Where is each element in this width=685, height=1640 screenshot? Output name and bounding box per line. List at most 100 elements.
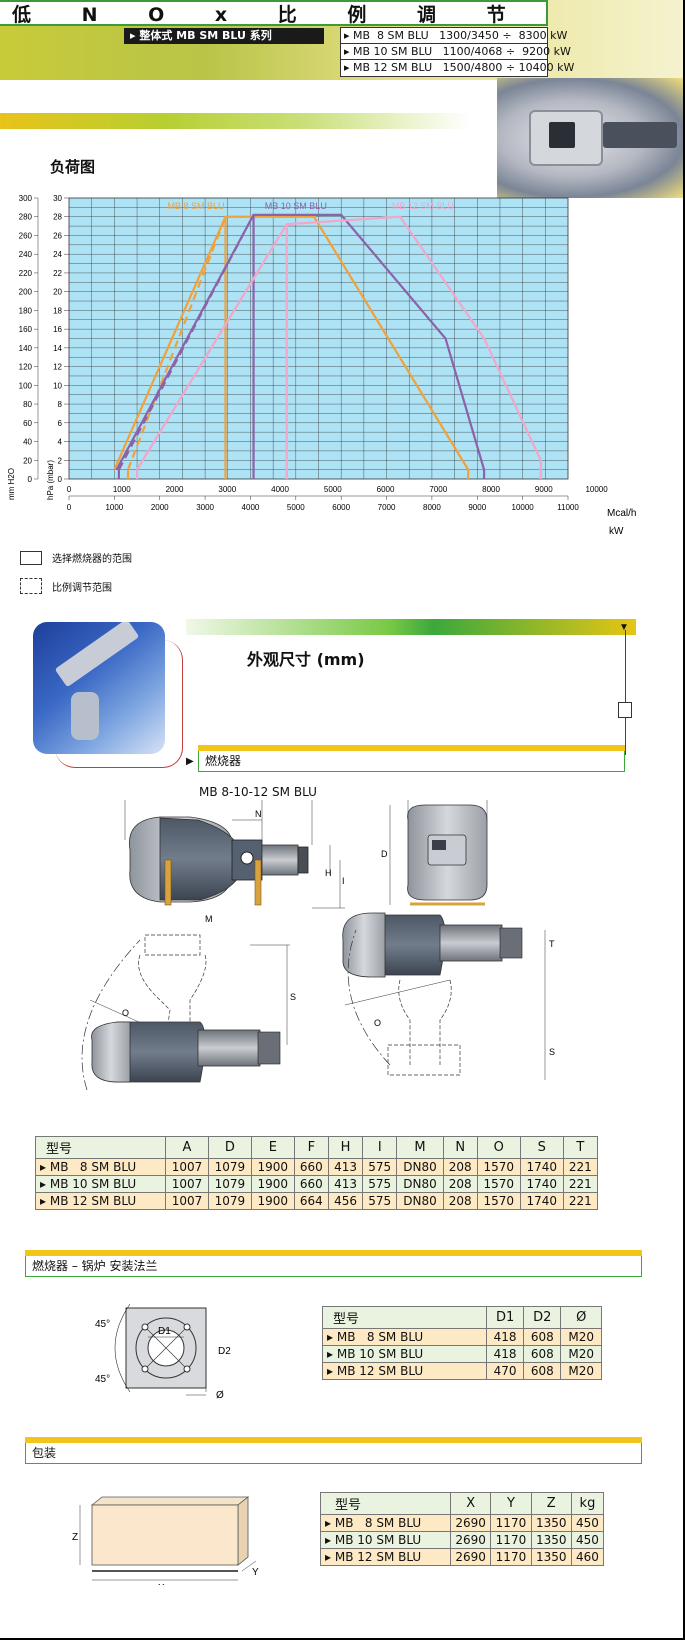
col-h: H bbox=[327, 1136, 364, 1159]
y-tick-mmh2o: 140 bbox=[19, 344, 33, 353]
value-cell: 1079 bbox=[207, 1158, 252, 1176]
series-modulation-line bbox=[117, 214, 255, 471]
model-range-box: ▸ MB 8 SM BLU 1300/3450 ÷ 8300 kW ▸ MB 1… bbox=[340, 27, 575, 77]
bullet-triangle-icon: ▶ bbox=[186, 756, 194, 767]
x-tick-kw: 9000 bbox=[468, 503, 486, 512]
chart-series bbox=[113, 213, 542, 479]
dim-label-i: I bbox=[342, 876, 345, 886]
series-modulation-line bbox=[136, 223, 288, 471]
value-cell: 1079 bbox=[207, 1192, 252, 1210]
flange-angle-bottom: 45° bbox=[95, 1374, 110, 1385]
value-cell: 1079 bbox=[207, 1175, 252, 1193]
series-modulation-line bbox=[126, 216, 227, 471]
col-model: 型号 bbox=[320, 1492, 451, 1515]
nav-down-icon[interactable]: ▼ bbox=[619, 622, 629, 633]
col-m: M bbox=[396, 1136, 444, 1159]
legend-dashed-swatch bbox=[20, 578, 42, 594]
x-tick-kw: 3000 bbox=[196, 503, 214, 512]
model-range-row: ▸ MB 12 SM BLU 1500/4800 ÷ 10400 kW bbox=[344, 61, 575, 74]
y-tick-mmh2o: 120 bbox=[19, 363, 33, 372]
value-cell: 575 bbox=[362, 1192, 398, 1210]
y-tick-mmh2o: 160 bbox=[19, 325, 33, 334]
y-tick-mmh2o: 80 bbox=[23, 400, 32, 409]
table-header-row: 型号 D1 D2 Ø bbox=[322, 1306, 602, 1329]
value-cell: 1350 bbox=[530, 1548, 572, 1566]
col-model: 型号 bbox=[35, 1136, 166, 1159]
x-tick-kw: 1000 bbox=[105, 503, 123, 512]
pack-label-z: Z bbox=[72, 1532, 78, 1543]
caliper-photo bbox=[33, 622, 165, 754]
x-axis-label-mcal: Mcal/h bbox=[607, 508, 636, 519]
value-cell: 470 bbox=[485, 1362, 525, 1380]
y-tick-mmh2o: 0 bbox=[28, 475, 33, 484]
col-kg: kg bbox=[570, 1492, 605, 1515]
packing-drawing: Z X Y bbox=[72, 1496, 259, 1585]
value-cell: DN80 bbox=[396, 1192, 444, 1210]
flange-section-bar: 燃烧器 – 锅炉 安装法兰 bbox=[25, 1250, 642, 1277]
value-cell: 418 bbox=[485, 1345, 525, 1363]
chart-ticks: 0246810121416182022242628300204060801001… bbox=[19, 195, 609, 512]
value-cell: 456 bbox=[327, 1192, 364, 1210]
value-cell: 1740 bbox=[519, 1175, 564, 1193]
col-d: D bbox=[207, 1136, 252, 1159]
y-tick-hpa: 22 bbox=[53, 269, 62, 278]
x-tick-kw: 8000 bbox=[423, 503, 441, 512]
x-tick-mcal: 4000 bbox=[271, 485, 289, 494]
dim-label-o-right: O bbox=[374, 1018, 381, 1028]
dim-label-n: N bbox=[255, 809, 262, 819]
col-z: Z bbox=[530, 1492, 572, 1515]
value-cell: 1900 bbox=[250, 1158, 295, 1176]
section-bar-accent bbox=[198, 745, 625, 751]
value-cell: M20 bbox=[560, 1328, 602, 1346]
table-header-row: 型号 X Y Z kg bbox=[320, 1492, 605, 1515]
x-tick-mcal: 8000 bbox=[482, 485, 500, 494]
document-icon[interactable] bbox=[618, 702, 632, 718]
y-tick-hpa: 6 bbox=[58, 419, 63, 428]
x-tick-kw: 5000 bbox=[287, 503, 305, 512]
dim-label-h: H bbox=[325, 868, 332, 878]
x-tick-mcal: 0 bbox=[67, 485, 72, 494]
decorative-curve bbox=[55, 640, 183, 768]
section-bar-accent bbox=[25, 1437, 642, 1443]
legend-dashed: 比例调节范围 bbox=[20, 578, 112, 594]
value-cell: 413 bbox=[327, 1158, 364, 1176]
y-tick-mmh2o: 20 bbox=[23, 456, 32, 465]
value-cell: 460 bbox=[570, 1548, 605, 1566]
y-tick-mmh2o: 100 bbox=[19, 381, 33, 390]
value-cell: 1570 bbox=[476, 1192, 521, 1210]
y-tick-mmh2o: 220 bbox=[19, 269, 33, 278]
y-tick-mmh2o: 60 bbox=[23, 419, 32, 428]
y-tick-hpa: 10 bbox=[53, 381, 62, 390]
value-cell: 608 bbox=[523, 1328, 562, 1346]
y-tick-mmh2o: 40 bbox=[23, 438, 32, 447]
value-cell: 575 bbox=[362, 1158, 398, 1176]
x-tick-mcal: 6000 bbox=[377, 485, 395, 494]
series-range-line bbox=[113, 215, 470, 479]
y-tick-hpa: 30 bbox=[53, 195, 62, 203]
y-tick-hpa: 2 bbox=[58, 456, 63, 465]
value-cell: 608 bbox=[523, 1345, 562, 1363]
y-tick-mmh2o: 200 bbox=[19, 288, 33, 297]
series-subtitle: ▸ 整体式 MB SM BLU 系列 bbox=[124, 28, 324, 44]
series-label: MB 10 SM BLU bbox=[265, 201, 327, 211]
value-cell: 1350 bbox=[530, 1531, 572, 1549]
burner-model-name: MB 8-10-12 SM BLU bbox=[199, 785, 317, 799]
col-t: T bbox=[562, 1136, 599, 1159]
dim-label-s: S bbox=[290, 992, 296, 1002]
col-a: A bbox=[165, 1136, 209, 1159]
value-cell: 664 bbox=[293, 1192, 329, 1210]
load-chart-title: 负荷图 bbox=[50, 158, 96, 176]
pack-label-x: X bbox=[158, 1583, 165, 1585]
y-tick-hpa: 4 bbox=[58, 438, 63, 447]
packing-section-bar: 包装 bbox=[25, 1437, 642, 1464]
section-gradient-bar bbox=[186, 619, 636, 635]
dim-label-m: M bbox=[205, 914, 213, 924]
value-cell: 660 bbox=[293, 1158, 329, 1176]
series-label: MB 12 SM BLU bbox=[392, 201, 454, 211]
burner-section-bar: 燃烧器 bbox=[198, 745, 625, 772]
